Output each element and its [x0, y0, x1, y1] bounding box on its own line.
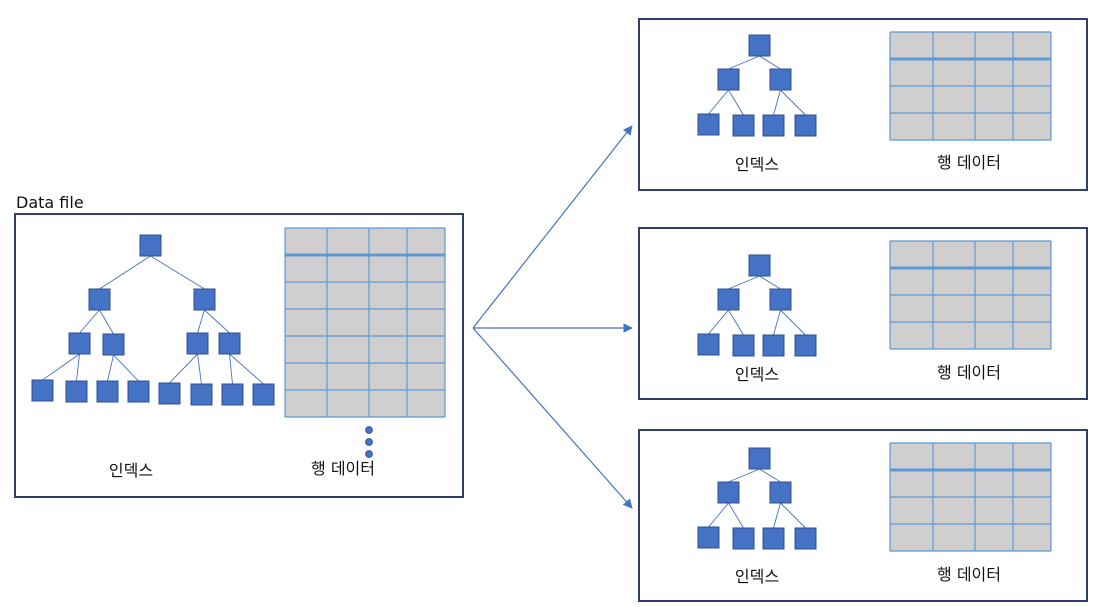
tree-root-node — [139, 234, 162, 257]
tree-edge — [728, 275, 760, 290]
tree-edge — [229, 353, 233, 385]
partition-1-index-tree — [697, 34, 817, 137]
tree-edge — [728, 89, 744, 116]
tree-root-node — [748, 34, 771, 57]
tree-node — [697, 333, 720, 356]
continuation-dot — [365, 438, 373, 446]
tree-node — [732, 334, 755, 357]
tree-node — [102, 333, 125, 356]
tree-node — [221, 383, 244, 406]
tree-node — [31, 379, 54, 402]
tree-node — [717, 288, 740, 311]
tree-node — [65, 380, 88, 403]
continuation-dot — [365, 450, 373, 458]
tree-edge — [99, 309, 114, 335]
tree-edge — [759, 468, 781, 483]
partition-2-rows-label: 행 데이터 — [937, 363, 1001, 382]
tree-edge — [728, 55, 760, 70]
tree-edge — [708, 309, 729, 335]
partition-3-index-tree — [697, 447, 817, 550]
tree-edge — [197, 309, 205, 334]
tree-node — [762, 527, 785, 550]
partition-1-rows-label: 행 데이터 — [937, 153, 1001, 172]
tree-edge — [780, 89, 806, 116]
tree-edge — [169, 353, 198, 384]
arrow-to-partition-3 — [472, 327, 633, 509]
source-rows-label: 행 데이터 — [311, 459, 375, 478]
tree-node — [158, 382, 181, 405]
tree-edge — [728, 309, 744, 336]
tree-node — [762, 114, 785, 137]
tree-edge — [759, 275, 781, 290]
tree-edge — [229, 353, 264, 385]
continuation-dot — [365, 426, 373, 434]
tree-node — [769, 481, 792, 504]
tree-node — [732, 114, 755, 137]
tree-edge — [42, 353, 80, 381]
tree-node — [88, 288, 111, 311]
tree-node — [186, 332, 209, 355]
source-index-tree — [31, 234, 275, 406]
tree-node — [717, 481, 740, 504]
source-index-label: 인덱스 — [109, 461, 153, 480]
tree-edge — [708, 89, 729, 115]
arrow-to-partition-1 — [472, 125, 633, 329]
tree-node — [794, 527, 817, 550]
tree-node — [96, 380, 119, 403]
tree-edge — [107, 354, 114, 382]
tree-node — [697, 113, 720, 136]
tree-node — [794, 334, 817, 357]
tree-node — [794, 114, 817, 137]
tree-edge — [773, 502, 781, 529]
tree-node — [732, 527, 755, 550]
tree-node — [762, 334, 785, 357]
partition-2-index-label: 인덱스 — [735, 365, 779, 384]
split-arrows — [472, 125, 633, 509]
tree-node — [218, 332, 241, 355]
source-row-data-grid — [284, 227, 446, 418]
tree-edge — [204, 309, 230, 334]
partition-3-row-data-grid — [889, 442, 1052, 552]
tree-node — [190, 383, 213, 406]
partition-2-index-tree — [697, 254, 817, 357]
tree-edge — [780, 309, 806, 336]
tree-node — [68, 332, 91, 355]
tree-edge — [773, 309, 781, 336]
tree-edge — [76, 353, 80, 382]
tree-edge — [708, 502, 729, 528]
partition-2-row-data-grid — [889, 240, 1052, 350]
tree-node — [769, 288, 792, 311]
tree-edge — [759, 55, 781, 70]
tree-root-node — [748, 447, 771, 470]
grid-background — [285, 228, 445, 417]
tree-edge — [773, 89, 781, 116]
tree-node — [127, 380, 150, 403]
tree-node — [769, 68, 792, 91]
partition-3-index-label: 인덱스 — [735, 567, 779, 586]
partition-3-rows-label: 행 데이터 — [937, 565, 1001, 584]
tree-node — [717, 68, 740, 91]
data-file-caption: Data file — [16, 193, 84, 212]
tree-edge — [150, 255, 205, 290]
tree-edge — [113, 354, 139, 382]
tree-node — [697, 526, 720, 549]
tree-edge — [780, 502, 806, 529]
tree-edge — [728, 468, 760, 483]
partition-1-row-data-grid — [889, 31, 1052, 141]
continuation-dots — [365, 426, 373, 458]
tree-edge — [79, 309, 100, 334]
tree-node — [193, 288, 216, 311]
tree-node — [252, 383, 275, 406]
tree-edge — [728, 502, 744, 529]
tree-edge — [99, 255, 151, 290]
partition-1-index-label: 인덱스 — [735, 155, 779, 174]
tree-root-node — [748, 254, 771, 277]
tree-edge — [197, 353, 202, 385]
